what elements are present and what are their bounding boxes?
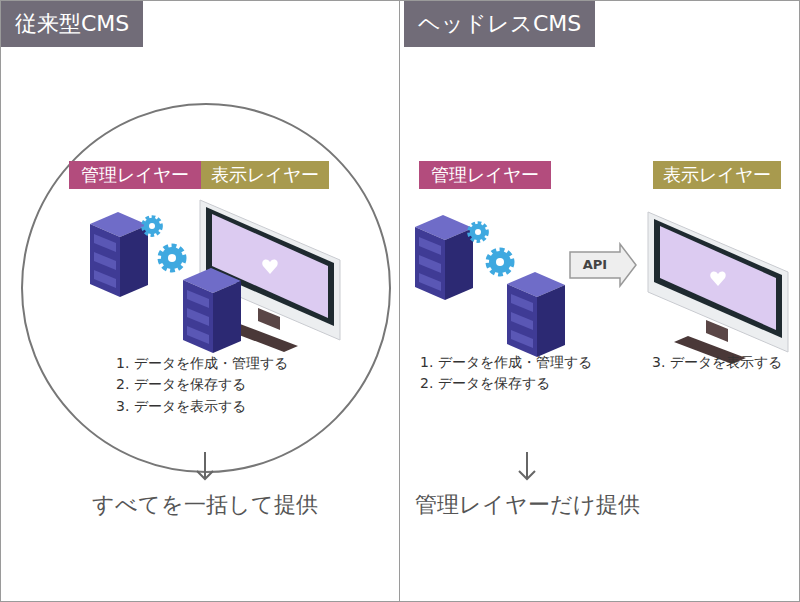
panel-tab: 従来型CMS: [1, 1, 143, 47]
step-item: 3. データを表示する: [116, 396, 246, 416]
circle-outline: [21, 103, 391, 473]
step-item: 3. データを表示する: [652, 352, 782, 372]
panel-tab: ヘッドレスCMS: [404, 1, 595, 47]
layer-name: 表示レイヤー: [653, 161, 781, 189]
layer-band: 表示レイヤー: [653, 161, 781, 189]
layer-name: 管理レイヤー: [419, 161, 551, 189]
api-label: API: [570, 255, 620, 275]
step-item: 2. データを保存する: [116, 374, 246, 394]
summary-text: すべてを一括して提供: [55, 490, 355, 520]
circle-shape: [22, 104, 390, 472]
step-item: 1. データを作成・管理する: [420, 352, 592, 372]
layer-name: 管理レイヤー: [69, 161, 201, 189]
summary-text: 管理レイヤーだけ提供: [377, 490, 677, 520]
layer-band: 管理レイヤー: [419, 161, 551, 189]
step-item: 2. データを保存する: [420, 373, 550, 393]
layer-band: 管理レイヤー: [69, 161, 201, 189]
layer-band: 表示レイヤー: [201, 161, 329, 189]
step-item: 1. データを作成・管理する: [116, 353, 288, 373]
scope-circle: 1. データを作成・管理する2. データを保存する3. データを表示する 管理レイ…: [21, 103, 391, 473]
layer-name: 表示レイヤー: [201, 161, 329, 189]
